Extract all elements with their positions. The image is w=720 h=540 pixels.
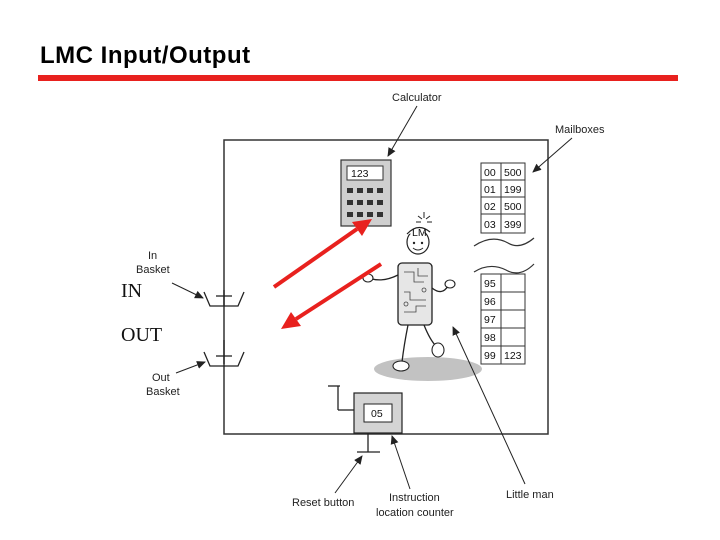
calculator-keys — [347, 188, 383, 217]
sparkle-icon — [416, 212, 432, 223]
in-basket-label-line1: In — [148, 250, 157, 262]
mailbox-value: 123 — [504, 350, 522, 362]
little-man-figure: LM — [362, 212, 482, 381]
mailbox-break — [473, 237, 535, 247]
mailbox-value: 399 — [504, 219, 522, 231]
mailbox-table-bottom: 95 96 97 98 99 123 — [480, 273, 526, 365]
in-arrow-head — [352, 219, 372, 236]
mailbox-addr: 03 — [484, 219, 496, 231]
instruction-counter: 05 — [353, 392, 403, 453]
little-man-pointer-arrow — [452, 326, 526, 485]
little-man-cap — [406, 226, 431, 235]
little-man-body — [397, 262, 433, 326]
calculator-display: 123 — [351, 168, 369, 180]
out-basket-label-line1: Out — [152, 372, 170, 384]
instruction-counter-pointer-arrow — [390, 435, 411, 490]
calculator-label: Calculator — [392, 92, 442, 104]
mailbox-addr: 95 — [484, 278, 496, 290]
mailbox-addr: 02 — [484, 201, 496, 213]
out-basket-label-line2: Basket — [146, 386, 180, 398]
mailbox-addr: 00 — [484, 167, 496, 179]
out-basket-pointer-arrow — [175, 361, 206, 374]
reset-button-pointer-arrow — [334, 455, 363, 494]
mailbox-value: 199 — [504, 184, 522, 196]
reset-button — [328, 385, 354, 411]
little-man-label: Little man — [506, 489, 554, 501]
calculator-pointer-arrow — [387, 105, 418, 157]
mailbox-addr: 98 — [484, 332, 496, 344]
in-label: IN — [121, 280, 142, 302]
mailbox-addr: 97 — [484, 314, 496, 326]
mailbox-value: 500 — [504, 167, 522, 179]
mailbox-table-top: 00 500 01 199 02 500 03 399 — [480, 162, 526, 234]
out-arrow-head — [281, 312, 301, 329]
in-basket — [203, 290, 245, 307]
title-underline — [38, 75, 678, 81]
mailbox-value: 500 — [504, 201, 522, 213]
mailboxes-pointer-arrow — [532, 137, 573, 173]
io-arrows — [272, 219, 383, 329]
lmc-room-box — [223, 139, 549, 435]
in-basket-label-line2: Basket — [136, 264, 170, 276]
in-arrow-shaft — [272, 227, 359, 289]
out-arrow-shaft — [294, 262, 383, 321]
mailboxes-label: Mailboxes — [555, 124, 605, 136]
cap-letters: LM — [412, 227, 427, 239]
instruction-counter-label-line2: location counter — [376, 507, 454, 519]
instruction-counter-label-line1: Instruction — [389, 492, 440, 504]
in-basket-pointer-arrow — [171, 282, 204, 299]
counter-display: 05 — [371, 408, 383, 420]
mailbox-break — [473, 263, 535, 274]
calculator: 123 — [340, 159, 392, 227]
mailbox-addr: 96 — [484, 296, 496, 308]
reset-button-label: Reset button — [292, 497, 354, 509]
slide-title: LMC Input/Output — [40, 42, 251, 69]
mailbox-addr: 01 — [484, 184, 496, 196]
little-man-shadow — [374, 357, 482, 381]
out-basket — [203, 340, 245, 367]
out-label: OUT — [121, 324, 162, 346]
mailbox-addr: 99 — [484, 350, 496, 362]
